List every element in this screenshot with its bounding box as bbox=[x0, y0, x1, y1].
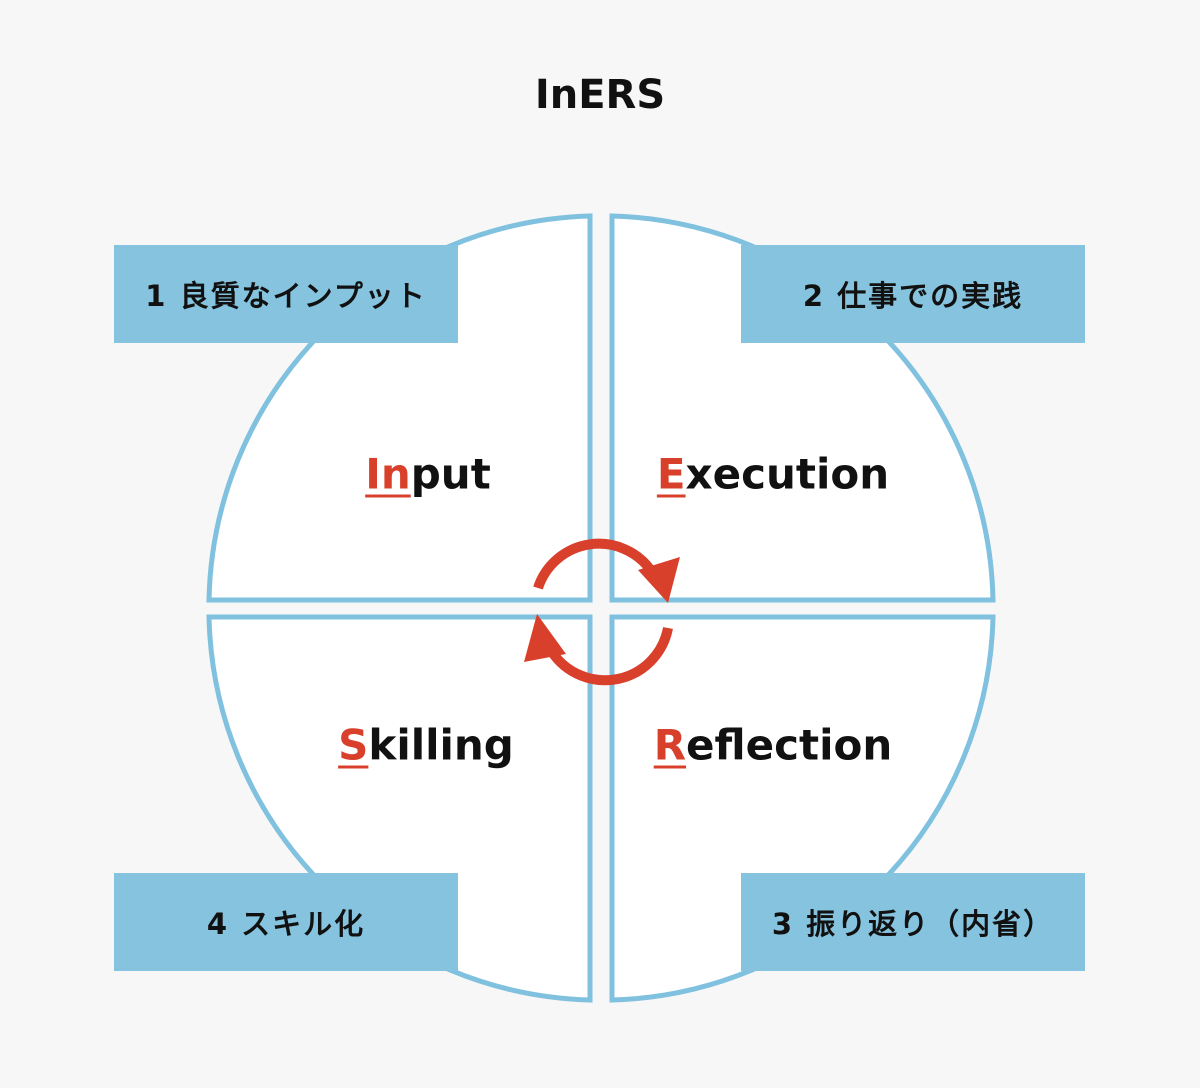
arrowhead-up-icon bbox=[524, 614, 566, 662]
label-reflection: 3 振り返り（内省） bbox=[741, 873, 1085, 971]
label-execution: 2 仕事での実践 bbox=[741, 245, 1085, 343]
arrowhead-down-icon bbox=[638, 557, 680, 603]
word-reflection: Reflection bbox=[653, 720, 893, 770]
diagram-title: InERS bbox=[534, 72, 666, 118]
word-execution: Execution bbox=[656, 449, 890, 499]
word-input: Input bbox=[365, 449, 491, 499]
label-input: 1 良質なインプット bbox=[114, 245, 458, 343]
word-skilling: Skilling bbox=[338, 720, 514, 770]
cycle-arrows-icon bbox=[533, 538, 673, 686]
label-skilling: 4 スキル化 bbox=[114, 873, 458, 971]
